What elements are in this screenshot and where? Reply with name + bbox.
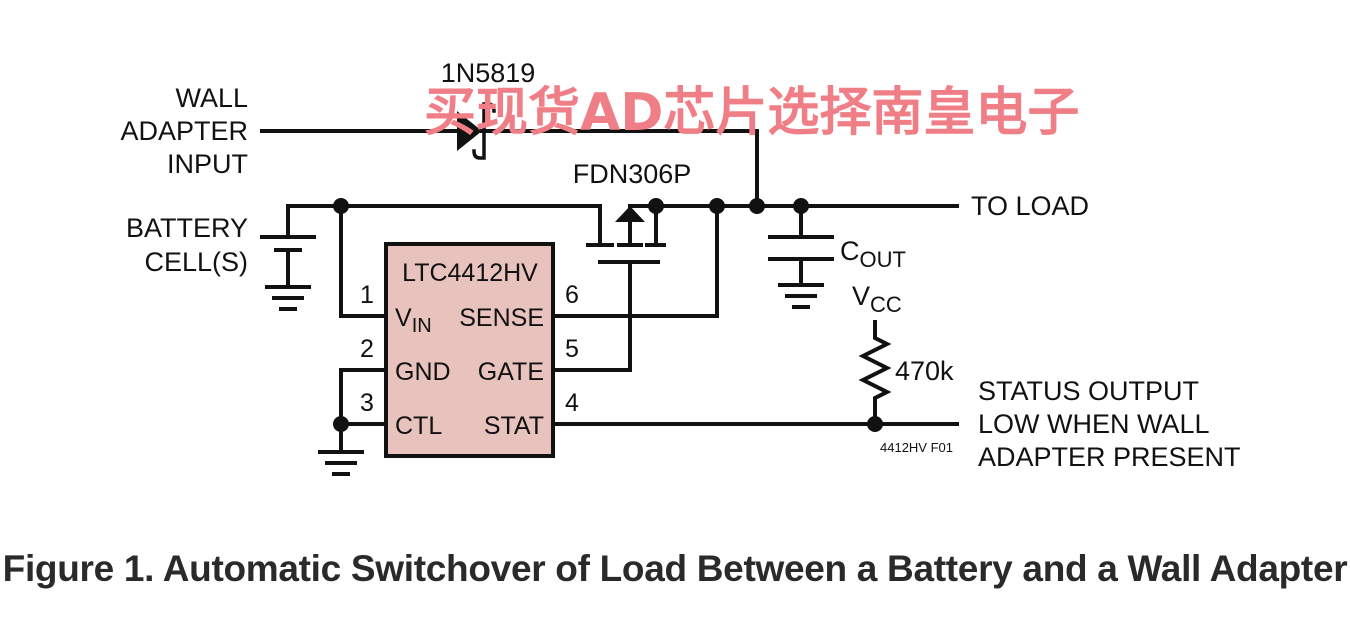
resistor-symbol	[858, 320, 892, 426]
junction-dot-wall	[749, 198, 765, 214]
wire-gnd-ctl	[339, 368, 388, 452]
pin-gnd-label: GND	[395, 358, 451, 386]
pin-2-number: 2	[360, 335, 374, 363]
pin-stat-label: STAT	[484, 412, 544, 440]
schottky-diode-symbol	[457, 102, 496, 160]
cout-label: COUT	[840, 236, 906, 272]
cout-subscript: OUT	[860, 247, 906, 272]
mosfet-part-label: FDN306P	[573, 159, 692, 189]
junction-dot-drain	[648, 198, 664, 214]
wall-adapter-label-line2: ADAPTER	[120, 116, 248, 146]
resistor-value-label: 470k	[895, 356, 954, 386]
pin-6-number: 6	[565, 281, 579, 309]
ic-part-name: LTC4412HV	[402, 259, 538, 287]
wall-adapter-label-line3: INPUT	[167, 149, 248, 179]
wall-adapter-label-line1: WALL	[175, 83, 248, 113]
diode-part-label: 1N5819	[441, 58, 536, 88]
status-output-label-line1: STATUS OUTPUT	[978, 376, 1199, 406]
junction-dot-sense	[709, 198, 725, 214]
pin-3-number: 3	[360, 389, 374, 417]
vcc-label: VCC	[852, 281, 902, 317]
ic-body	[384, 242, 555, 458]
ground-symbol-battery	[265, 285, 311, 311]
pin-5-number: 5	[565, 335, 579, 363]
status-output-label-line2: LOW WHEN WALL	[978, 409, 1210, 439]
pin-vin-label: VIN	[395, 304, 432, 337]
ground-symbol-capacitor	[778, 283, 824, 309]
wire-sense	[551, 204, 719, 318]
wire-wall-input	[260, 129, 759, 208]
figure-code-label: 4412HV F01	[880, 440, 953, 455]
battery-symbol	[260, 204, 316, 287]
pin-4-number: 4	[565, 389, 579, 417]
pin-vin-subscript: IN	[412, 315, 432, 337]
watermark-text: 买现货AD芯片选择南皇电子	[424, 83, 1079, 143]
junction-dot-vin	[333, 198, 349, 214]
vcc-subscript: CC	[870, 292, 902, 317]
junction-dot-cout	[793, 198, 809, 214]
pin-sense-label: SENSE	[459, 304, 544, 332]
pin-ctl-label: CTL	[395, 412, 442, 440]
status-output-label-line3: ADAPTER PRESENT	[978, 442, 1241, 472]
battery-label-line1: BATTERY	[126, 213, 248, 243]
ground-symbol-ic	[318, 450, 364, 476]
pin-1-number: 1	[360, 281, 374, 309]
battery-label-line2: CELL(S)	[144, 247, 248, 277]
figure-caption: Figure 1. Automatic Switchover of Load B…	[2, 548, 1348, 589]
pin-gate-label: GATE	[478, 358, 544, 386]
to-load-label: TO LOAD	[971, 191, 1089, 221]
output-capacitor-symbol	[768, 204, 834, 285]
